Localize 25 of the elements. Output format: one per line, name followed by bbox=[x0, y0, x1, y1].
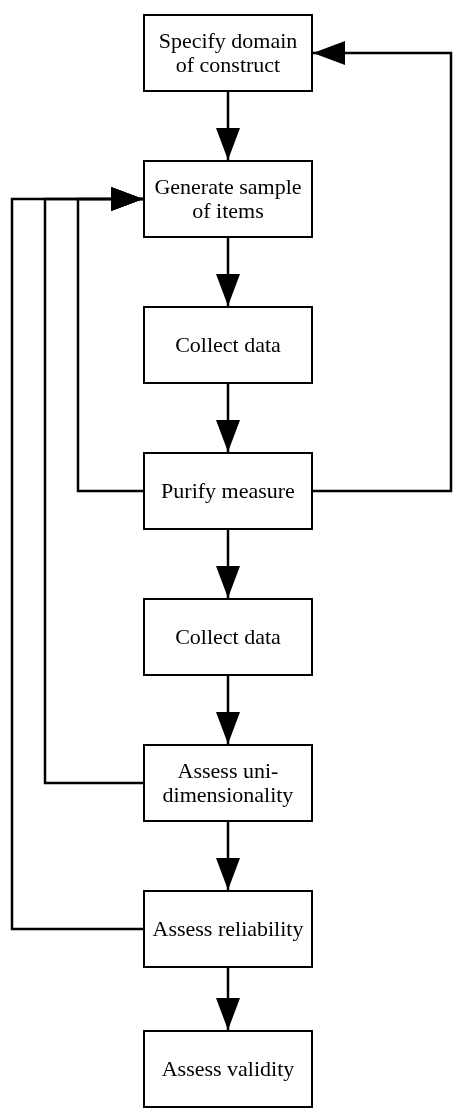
process-box bbox=[143, 452, 313, 530]
arrow bbox=[216, 676, 240, 744]
step-label: Generate sample of items bbox=[153, 174, 303, 224]
process-box bbox=[143, 890, 313, 968]
step-label: Purify measure bbox=[161, 478, 295, 504]
process-box bbox=[143, 306, 313, 384]
step-label: Assess validity bbox=[161, 1056, 295, 1082]
process-box bbox=[143, 1030, 313, 1108]
arrow bbox=[10, 187, 143, 931]
arrow bbox=[216, 530, 240, 598]
arrow bbox=[216, 238, 240, 306]
process-box bbox=[143, 14, 313, 92]
step-label: Assess uni- dimensionality bbox=[161, 758, 295, 808]
step-label: Collect data bbox=[175, 332, 281, 358]
arrow bbox=[216, 92, 240, 160]
step-label: Collect data bbox=[175, 624, 281, 650]
arrow bbox=[216, 822, 240, 890]
step-label: Specify domain of construct bbox=[157, 28, 299, 78]
process-box bbox=[143, 160, 313, 238]
arrow bbox=[313, 41, 453, 493]
process-box bbox=[143, 598, 313, 676]
process-box bbox=[143, 744, 313, 822]
arrow bbox=[216, 968, 240, 1030]
arrow bbox=[216, 384, 240, 452]
step-label: Assess reliability bbox=[152, 916, 304, 942]
